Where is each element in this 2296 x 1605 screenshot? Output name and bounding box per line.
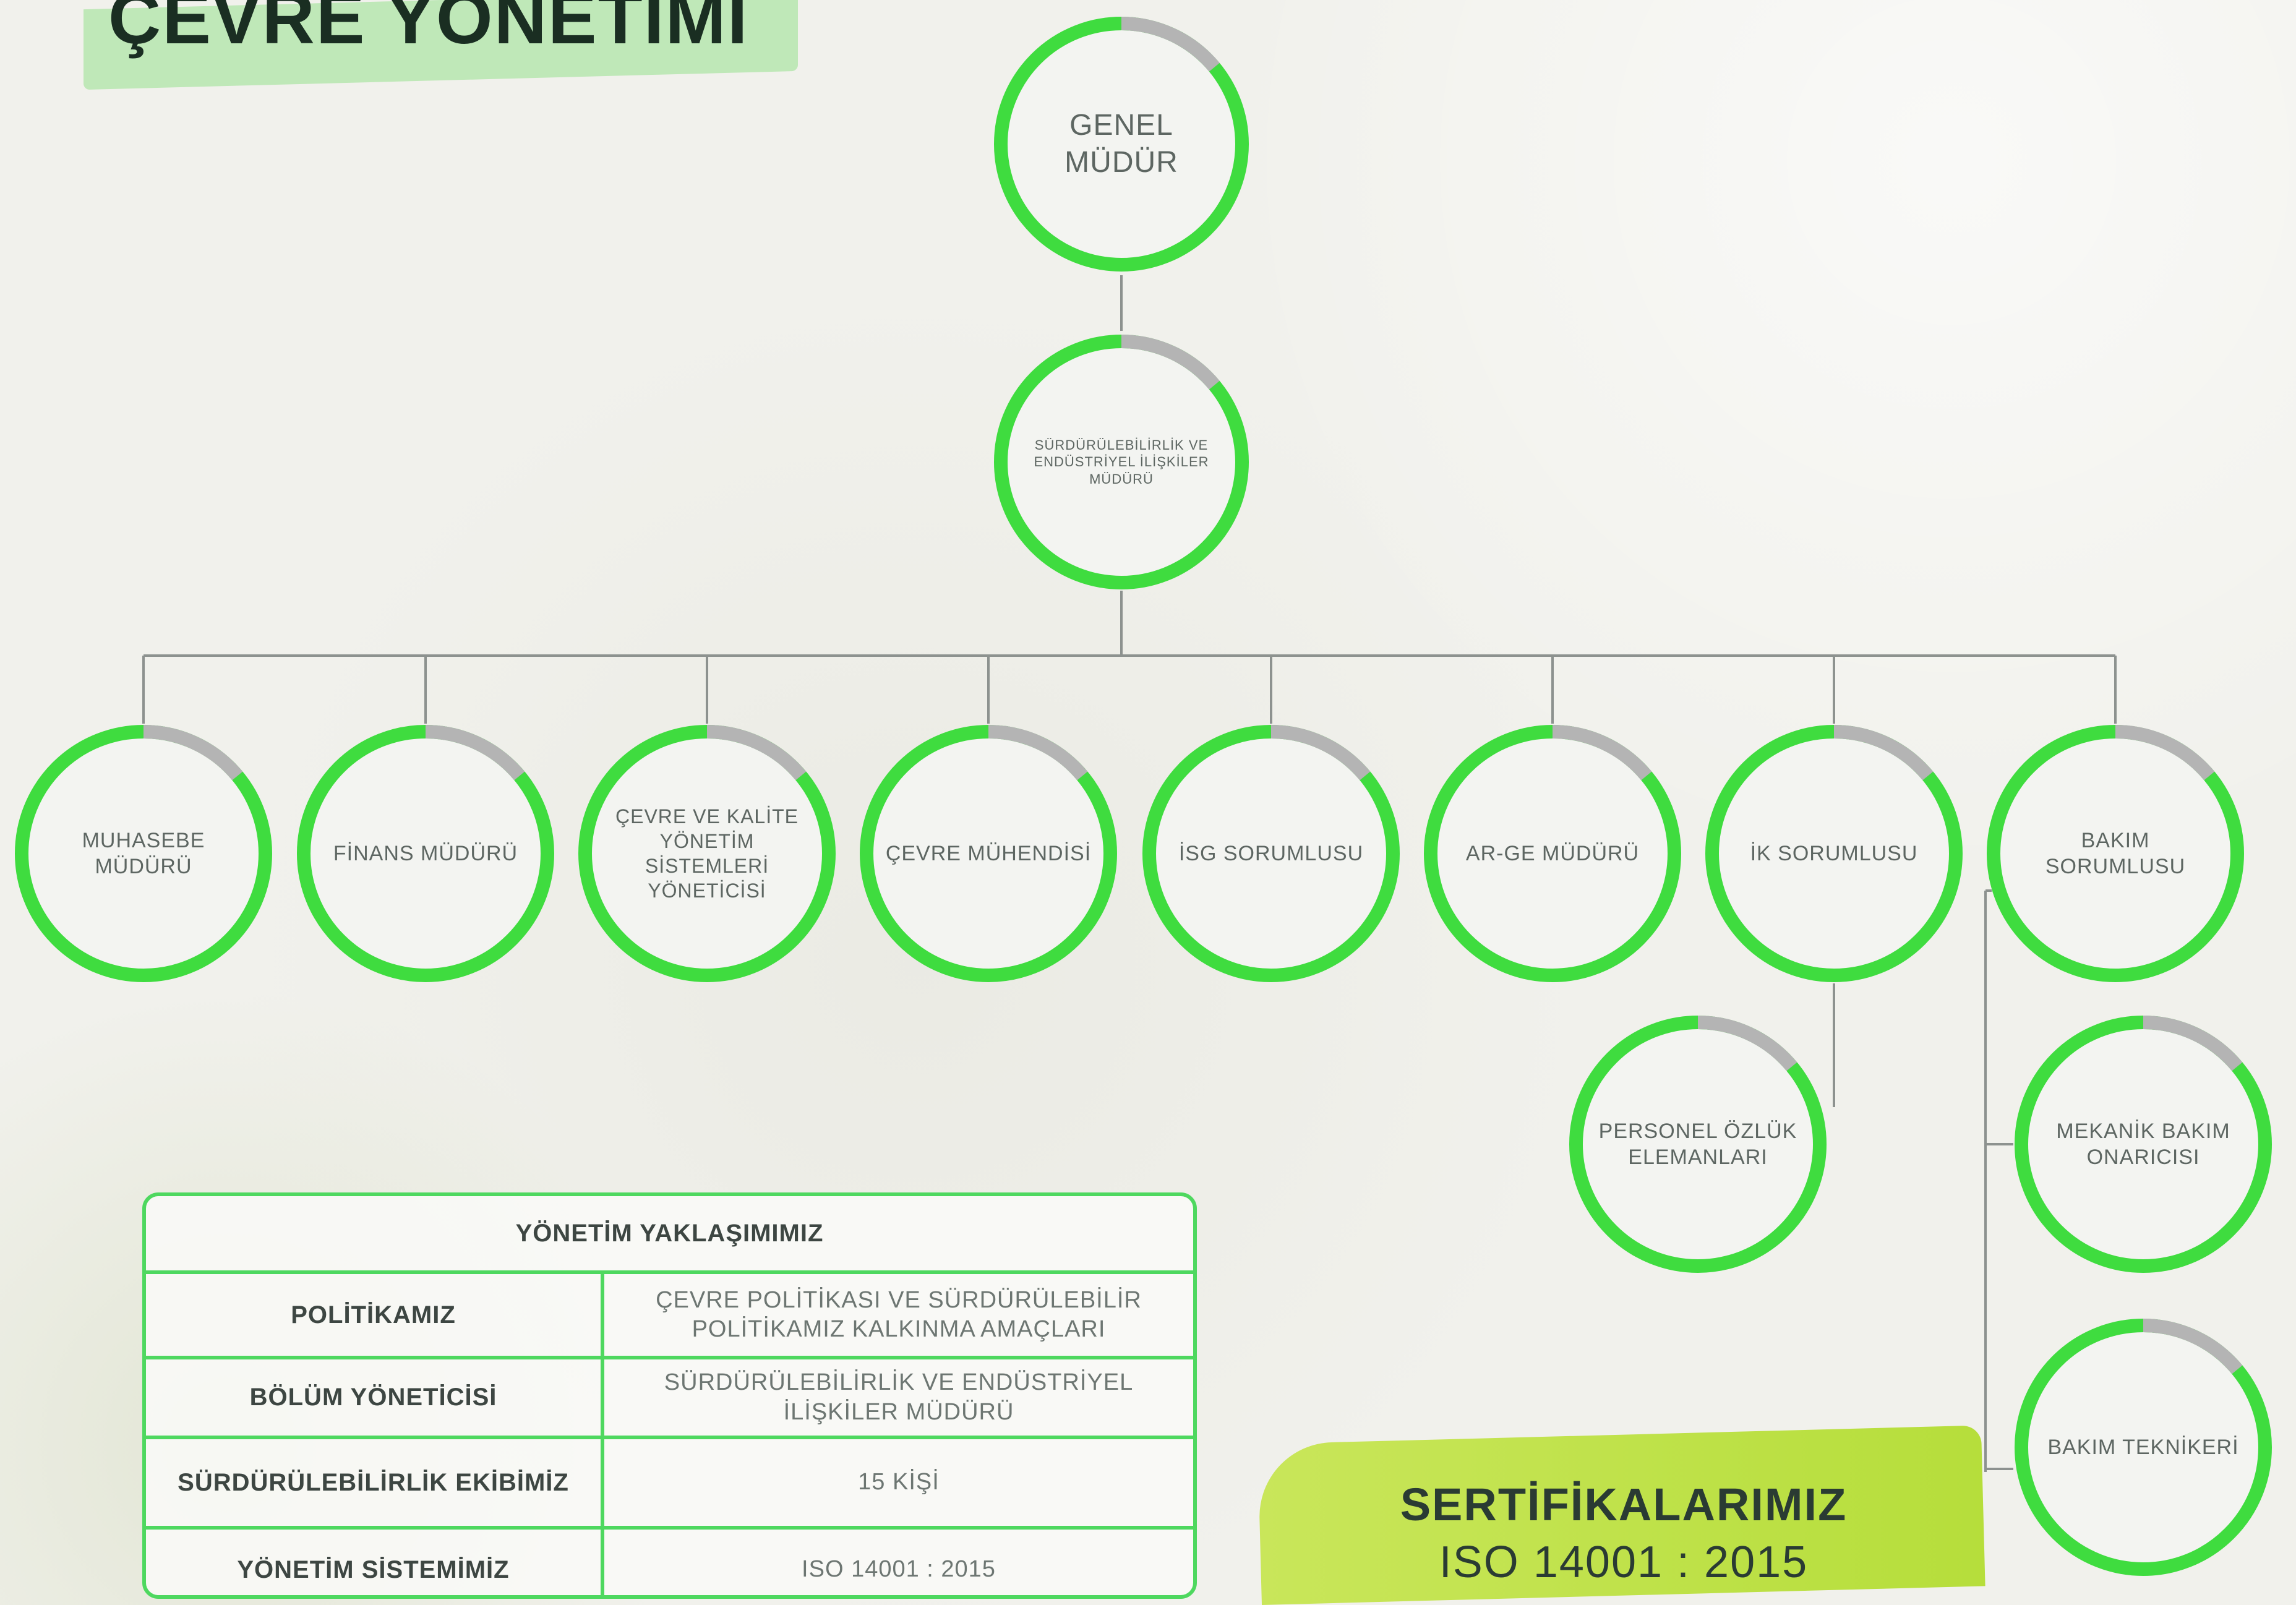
node-label: İSG SORUMLUSU (1178, 841, 1364, 865)
node-label: BAKIM SORUMLUSU (2045, 828, 2186, 879)
node-ring (860, 725, 1117, 982)
row-label: SÜRDÜRÜLEBİLİRLİK EKİBİMİZ (146, 1439, 604, 1526)
node-ring (1705, 725, 1963, 982)
node-ring (578, 725, 836, 982)
node-ring (1424, 725, 1681, 982)
row-value: ISO 14001 : 2015 (802, 1556, 996, 1583)
node-label: FİNANS MÜDÜRÜ (333, 841, 518, 865)
row-value: ÇEVRE POLİTİKASI VE SÜRDÜRÜLEBİLİR POLİT… (656, 1286, 1142, 1343)
node-ring (297, 725, 554, 982)
org-node-muhasebe: MUHASEBE MÜDÜRÜ (14, 724, 273, 983)
row-value: 15 KİŞİ (858, 1469, 940, 1496)
org-node-cevre-muh: ÇEVRE MÜHENDİSİ (859, 724, 1118, 983)
node-label: SÜRDÜRÜLEBİLİRLİK VE ENDÜSTRİYEL İLİŞKİL… (1034, 437, 1209, 487)
node-ring (2015, 1319, 2272, 1576)
row-value: SÜRDÜRÜLEBİLİRLİK VE ENDÜSTRİYEL İLİŞKİL… (664, 1369, 1134, 1425)
table-row: BÖLÜM YÖNETİCİSİ SÜRDÜRÜLEBİLİRLİK VE EN… (146, 1359, 1193, 1439)
row-label: POLİTİKAMIZ (146, 1274, 604, 1356)
org-node-isg: İSG SORUMLUSU (1141, 724, 1401, 983)
org-node-genel: GENEL MÜDÜR (993, 15, 1250, 273)
org-node-surd: SÜRDÜRÜLEBİLİRLİK VE ENDÜSTRİYEL İLİŞKİL… (993, 333, 1250, 591)
org-node-ik: İK SORUMLUSU (1704, 724, 1964, 983)
certificates-value: ISO 14001 : 2015 (1439, 1538, 1809, 1587)
table-row: SÜRDÜRÜLEBİLİRLİK EKİBİMİZ 15 KİŞİ (146, 1439, 1193, 1530)
org-node-finans: FİNANS MÜDÜRÜ (296, 724, 555, 983)
node-label: ÇEVRE MÜHENDİSİ (885, 841, 1092, 865)
page-title: ÇEVRE YÖNETİMİ (108, 0, 749, 59)
row-label: YÖNETİM SİSTEMİMİZ (146, 1530, 604, 1595)
node-label: MEKANİK BAKIM ONARICISI (2056, 1119, 2230, 1170)
node-label: İK SORUMLUSU (1750, 841, 1918, 865)
org-node-bakim-tek: BAKIM TEKNİKERİ (2013, 1317, 2273, 1577)
org-node-mekanik: MEKANİK BAKIM ONARICISI (2013, 1014, 2273, 1274)
org-node-personel: PERSONEL ÖZLÜK ELEMANLARI (1568, 1014, 1828, 1274)
node-ring (1987, 725, 2244, 982)
org-node-bakim: BAKIM SORUMLUSU (1985, 724, 2245, 983)
node-ring (1142, 725, 1400, 982)
management-approach-table: YÖNETİM YAKLAŞIMIMIZ POLİTİKAMIZ ÇEVRE P… (142, 1192, 1197, 1599)
node-ring (15, 725, 272, 982)
node-ring (994, 17, 1249, 272)
node-label: ÇEVRE VE KALİTE YÖNETİM SİSTEMLERİ YÖNET… (615, 805, 799, 902)
org-node-arge: AR-GE MÜDÜRÜ (1423, 724, 1682, 983)
node-ring (994, 335, 1249, 589)
node-label: AR-GE MÜDÜRÜ (1465, 841, 1640, 865)
table-row: POLİTİKAMIZ ÇEVRE POLİTİKASI VE SÜRDÜRÜL… (146, 1274, 1193, 1359)
page-title-banner: ÇEVRE YÖNETİMİ (84, 0, 798, 90)
node-ring (2015, 1016, 2272, 1273)
row-label: BÖLÜM YÖNETİCİSİ (146, 1359, 604, 1436)
node-label: GENEL MÜDÜR (1064, 109, 1178, 179)
table-row: YÖNETİM SİSTEMİMİZ ISO 14001 : 2015 (146, 1530, 1193, 1595)
certificates-title: SERTİFİKALARIMIZ (1400, 1479, 1848, 1530)
org-node-cevre-kalite: ÇEVRE VE KALİTE YÖNETİM SİSTEMLERİ YÖNET… (577, 724, 837, 983)
node-label: PERSONEL ÖZLÜK ELEMANLARI (1598, 1119, 1797, 1170)
node-label: BAKIM TEKNİKERİ (2047, 1435, 2239, 1459)
certificates-banner: SERTİFİKALARIMIZ ISO 14001 : 2015 (1257, 1425, 1985, 1605)
node-ring (1569, 1016, 1827, 1273)
node-label: MUHASEBE MÜDÜRÜ (82, 828, 205, 879)
table-header: YÖNETİM YAKLAŞIMIMIZ (146, 1196, 1193, 1274)
